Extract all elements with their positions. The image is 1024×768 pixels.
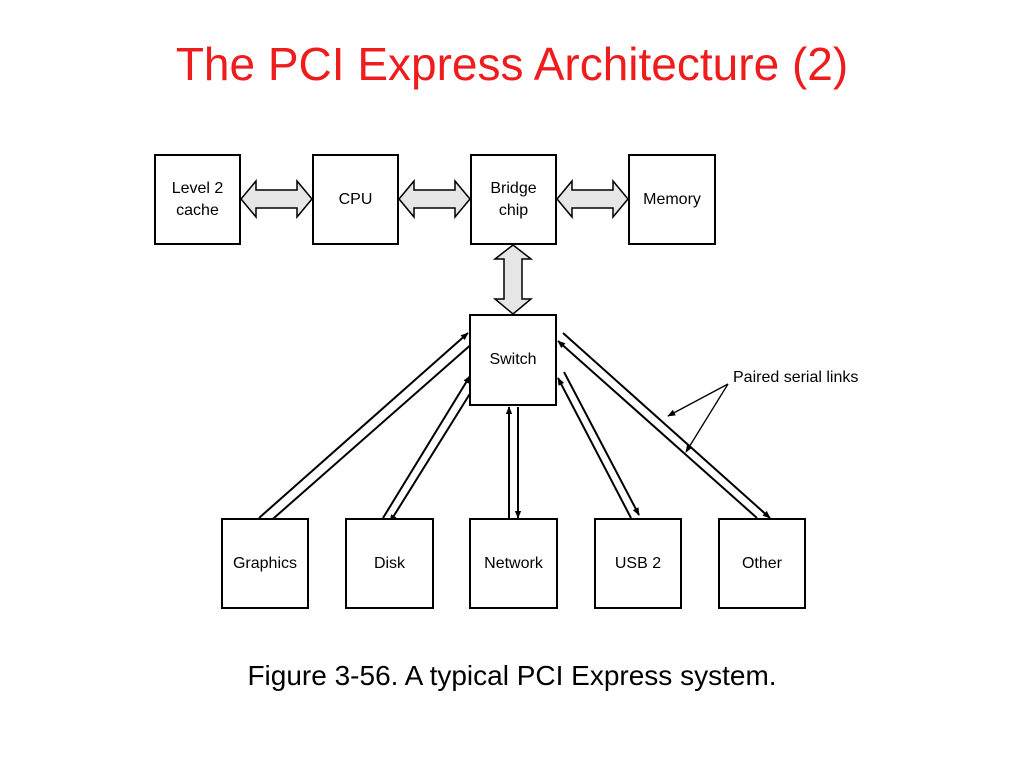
- graphics-box: Graphics: [221, 518, 309, 609]
- bridge-chip-label: Bridge chip: [490, 179, 537, 219]
- disk-label: Disk: [373, 554, 406, 572]
- serial-link-usb2: [557, 371, 640, 519]
- paired-serial-links-label: Paired serial links: [733, 369, 859, 386]
- figure-caption: Figure 3-56. A typical PCI Express syste…: [247, 660, 777, 691]
- disk-box: Disk: [345, 518, 434, 609]
- network-label: Network: [484, 554, 543, 572]
- serial-link-disk: [382, 375, 477, 523]
- serial-link-network: [505, 406, 522, 519]
- bus-arrow-bridge-switch: [492, 244, 534, 315]
- level2-cache-box: Level 2 cache: [154, 154, 241, 245]
- other-label: Other: [741, 554, 782, 572]
- usb2-label: USB 2: [614, 554, 662, 572]
- memory-label: Memory: [643, 190, 701, 208]
- serial-link-graphics: [258, 332, 475, 526]
- graphics-label: Graphics: [232, 554, 298, 572]
- bus-arrow-cache-cpu: [240, 178, 313, 220]
- level2-cache-label: Level 2 cache: [171, 179, 224, 219]
- slide-title: The PCI Express Architecture (2): [175, 38, 849, 90]
- memory-box: Memory: [628, 154, 716, 245]
- network-box: Network: [469, 518, 558, 609]
- other-box: Other: [718, 518, 806, 609]
- switch-box: Switch: [469, 314, 557, 406]
- bus-arrow-bridge-memory: [556, 178, 629, 220]
- cpu-label: CPU: [338, 190, 373, 208]
- switch-label: Switch: [489, 351, 537, 368]
- label-pointer-2: [685, 383, 729, 453]
- bus-arrow-cpu-bridge: [398, 178, 471, 220]
- usb2-box: USB 2: [594, 518, 682, 609]
- label-pointer-1: [667, 383, 729, 417]
- cpu-box: CPU: [312, 154, 399, 245]
- serial-link-other: [557, 332, 771, 519]
- bridge-chip-box: Bridge chip: [470, 154, 557, 245]
